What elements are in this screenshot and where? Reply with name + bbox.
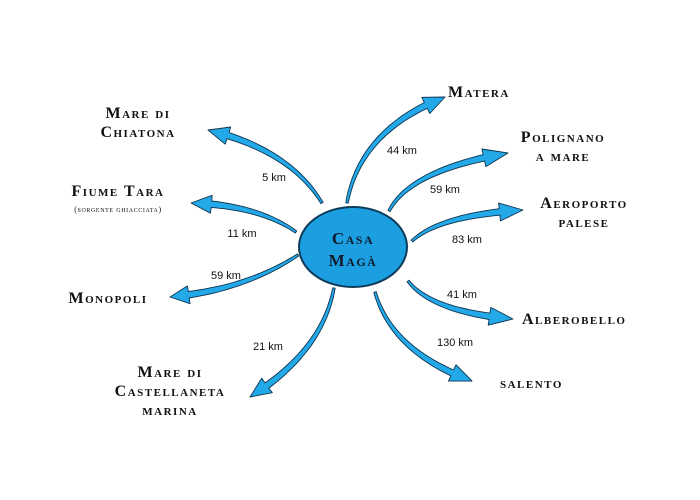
hub-ellipse [298, 206, 408, 288]
arrow-mare-di-castellaneta [249, 287, 336, 398]
destination-label-polignano-line2: a mare [536, 148, 591, 165]
arrow-alberobello [406, 279, 514, 326]
arrow-polignano [387, 148, 509, 213]
distance-label-polignano: 59 km [430, 184, 460, 196]
arrow-matera [345, 96, 446, 204]
destination-label-matera: Matera [448, 84, 510, 101]
distance-label-alberobello: 41 km [447, 289, 477, 301]
destination-label-aeroporto-line2: palese [559, 214, 610, 231]
distance-label-fiume-tara: 11 km [227, 228, 256, 240]
distance-label-aeroporto: 83 km [452, 234, 482, 246]
distance-label-mare-di-chiatona: 5 km [262, 172, 286, 184]
destination-label-mare-di-castellaneta-line3: marina [142, 402, 197, 419]
distance-label-matera: 44 km [387, 145, 417, 157]
arrows-layer [169, 96, 524, 398]
arrow-monopoli [169, 253, 300, 305]
destination-label-mare-di-castellaneta-line2: Castellaneta [115, 383, 226, 400]
distance-label-salento: 130 km [437, 337, 473, 349]
destination-label-fiume-tara: Fiume Tara [72, 183, 165, 200]
hub-label-line2: Magà [329, 251, 378, 270]
destination-label-alberobello: Alberobello [522, 311, 626, 328]
destination-subtitle-fiume-tara: (sorgente ghiacciata) [74, 205, 161, 214]
casa-maga-hub: Casa Magà [298, 206, 408, 288]
arrow-aeroporto [410, 202, 524, 243]
distance-label-monopoli: 59 km [211, 270, 241, 282]
labels-layer: 5 km Mare di Chiatona 11 km Fiume Tara (sorge… [68, 84, 627, 419]
destination-label-mare-di-castellaneta-line1: Mare di [137, 364, 202, 381]
destination-label-monopoli: Monopoli [68, 290, 147, 307]
arrow-fiume-tara [190, 194, 298, 234]
destination-label-salento: salento [500, 375, 563, 392]
destination-label-polignano-line1: Polignano [521, 129, 605, 146]
arrow-mare-di-chiatona [207, 126, 324, 205]
destination-label-mare-di-chiatona-line1: Mare di [105, 105, 170, 122]
arrow-salento [373, 291, 473, 382]
destination-label-aeroporto-line1: Aeroporto [540, 195, 627, 212]
distance-label-mare-di-castellaneta: 21 km [253, 341, 283, 353]
hub-label-line1: Casa [332, 229, 374, 248]
destination-label-mare-di-chiatona-line2: Chiatona [100, 124, 175, 141]
